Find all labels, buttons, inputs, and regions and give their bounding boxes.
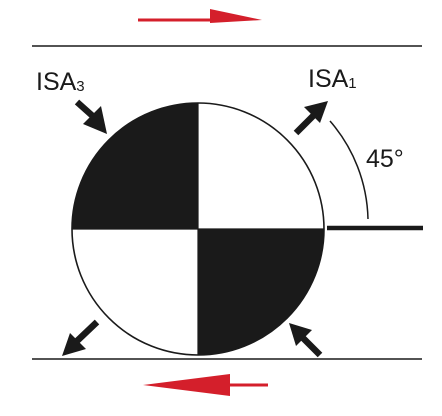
isa1-label: ISA1	[308, 65, 357, 93]
compression-arrow-icon	[289, 323, 323, 358]
extension-arrow-icon	[293, 101, 328, 136]
compressional-quadrant-lower-right	[198, 229, 324, 355]
compressional-quadrant-upper-left	[72, 103, 198, 229]
beachball	[71, 102, 325, 356]
angle-arc	[329, 120, 369, 220]
angle-label: 45°	[366, 145, 404, 173]
shear-arrow-right-icon	[138, 9, 262, 23]
isa3-label: ISA3	[36, 68, 85, 96]
extension-arrow-icon	[62, 319, 100, 356]
compression-arrow-icon	[74, 99, 107, 134]
shear-arrow-left-icon	[143, 374, 268, 396]
